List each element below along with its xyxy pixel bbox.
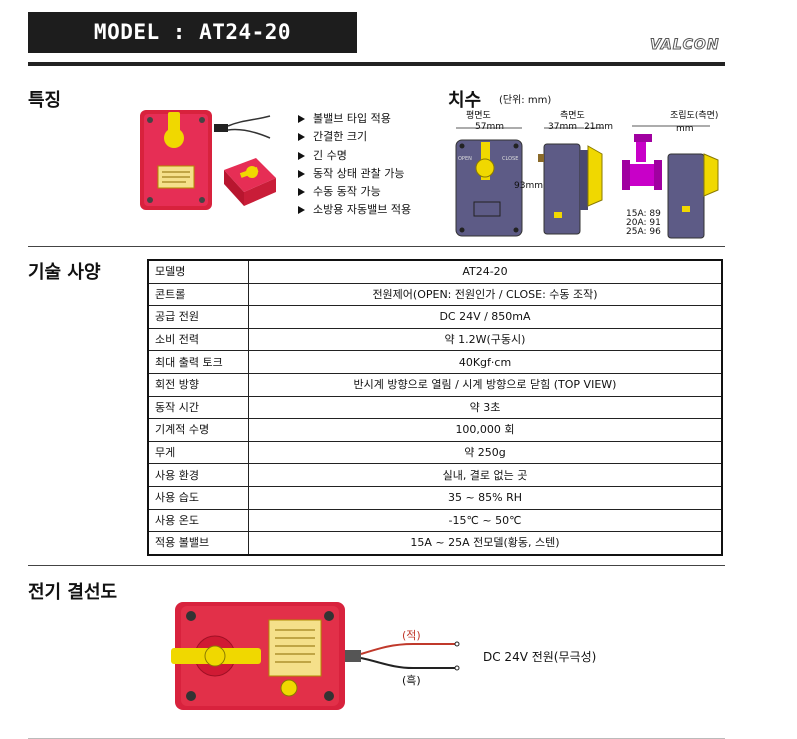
spec-value: 40Kgf·cm	[248, 350, 723, 374]
side-view-drawing	[538, 127, 604, 235]
spec-value: 약 1.2W(구동시)	[248, 327, 723, 352]
spec-value: 실내, 결로 없는 곳	[248, 463, 723, 487]
valve-size-item: 25A: 96	[626, 227, 661, 237]
supply-label: DC 24V 전원(무극성)	[483, 650, 597, 664]
spec-key: 소비 전력	[147, 327, 249, 352]
side-view-label: 측면도	[560, 111, 585, 121]
plan-view-drawing: OPEN CLOSE	[455, 127, 523, 237]
spec-key: 사용 온도	[147, 508, 249, 533]
spec-value: AT24-20	[248, 259, 723, 284]
height-dimension: 93mm	[514, 181, 543, 191]
bullet-arrow-icon	[298, 115, 305, 123]
plan-view-label: 평면도	[466, 111, 491, 121]
close-mark: CLOSE	[502, 156, 518, 162]
specs-heading: 기술 사양	[28, 262, 101, 283]
spec-key: 기계적 수명	[147, 418, 249, 442]
valve-size-item: 15A: 89	[626, 209, 661, 219]
spec-key: 사용 환경	[147, 463, 249, 487]
spec-key: 사용 습도	[147, 485, 249, 510]
bullet-arrow-icon	[298, 169, 305, 178]
assembly-view-label: 조립도(측면)	[670, 111, 719, 121]
bullet-arrow-icon	[298, 133, 305, 142]
open-mark: OPEN	[458, 156, 472, 162]
bullet-arrow-icon	[298, 188, 305, 197]
black-wire-label: (흑)	[402, 674, 421, 687]
spec-value: 100,000 회	[248, 418, 723, 442]
side-knob-dimension: 21mm	[584, 122, 613, 132]
spec-key: 동작 시간	[147, 395, 249, 420]
spec-value: 반시계 방향으로 열림 / 시계 방향으로 닫힘 (TOP VIEW)	[248, 372, 723, 397]
side-depth-dimension: 37mm	[548, 122, 577, 132]
model-title: MODEL : AT24-20	[93, 20, 292, 44]
spec-key: 무게	[147, 440, 249, 465]
assembly-view-drawing	[622, 125, 719, 239]
brand-logo: VALCON	[650, 37, 720, 54]
spec-value: 약 3초	[248, 395, 723, 420]
spec-value: -15℃ ~ 50℃	[248, 508, 723, 533]
model-banner: MODEL : AT24-20	[28, 12, 357, 53]
spec-value: 35 ~ 85% RH	[248, 485, 723, 510]
red-wire-label: (적)	[402, 629, 421, 642]
product-angled-image	[224, 158, 276, 206]
width-dimension: 57mm	[475, 122, 504, 132]
spec-key: 콘트롤	[147, 282, 249, 307]
header-rule	[28, 62, 725, 66]
spec-value: 15A ~ 25A 전모델(황동, 스텐)	[248, 531, 723, 556]
wiring-heading: 전기 결선도	[28, 582, 118, 603]
valve-size-item: 20A: 91	[626, 218, 661, 228]
table-row: 사용 온도-15℃ ~ 50℃	[147, 508, 723, 533]
spec-key: 적용 볼밸브	[147, 531, 249, 556]
feature-item: 볼밸브 타입 적용	[298, 110, 411, 128]
feature-item: 간결한 크기	[298, 128, 411, 146]
feature-item: 소방용 자동밸브 적용	[298, 201, 411, 219]
feature-item: 동작 상태 관찰 가능	[298, 165, 411, 183]
section-divider	[28, 246, 725, 247]
spec-value: 약 250g	[248, 440, 723, 465]
assembly-dimension: mm	[676, 124, 694, 134]
bullet-arrow-icon	[298, 151, 305, 160]
cable-image	[214, 115, 271, 139]
features-heading: 특징	[28, 90, 62, 111]
section-divider	[28, 565, 725, 566]
spec-key: 최대 출력 토크	[147, 350, 249, 374]
bullet-arrow-icon	[298, 206, 305, 215]
dimensions-heading: 치수	[448, 90, 482, 111]
spec-value: DC 24V / 850mA	[248, 305, 723, 329]
feature-item: 수동 동작 가능	[298, 183, 411, 201]
spec-key: 모델명	[147, 259, 249, 284]
spec-value: 전원제어(OPEN: 전원인가 / CLOSE: 수동 조작)	[248, 282, 723, 307]
spec-key: 공급 전원	[147, 305, 249, 329]
feature-item: 긴 수명	[298, 147, 411, 165]
dimensions-unit: (단위: mm)	[499, 95, 552, 106]
valve-size-list: 15A: 89 20A: 91 25A: 96	[626, 210, 661, 237]
spec-key: 회전 방향	[147, 372, 249, 397]
wiring-diagram	[171, 602, 460, 710]
product-front-image	[140, 110, 212, 210]
feature-list: 볼밸브 타입 적용 간결한 크기 긴 수명 동작 상태 관찰 가능 수동 동작 …	[298, 110, 411, 220]
